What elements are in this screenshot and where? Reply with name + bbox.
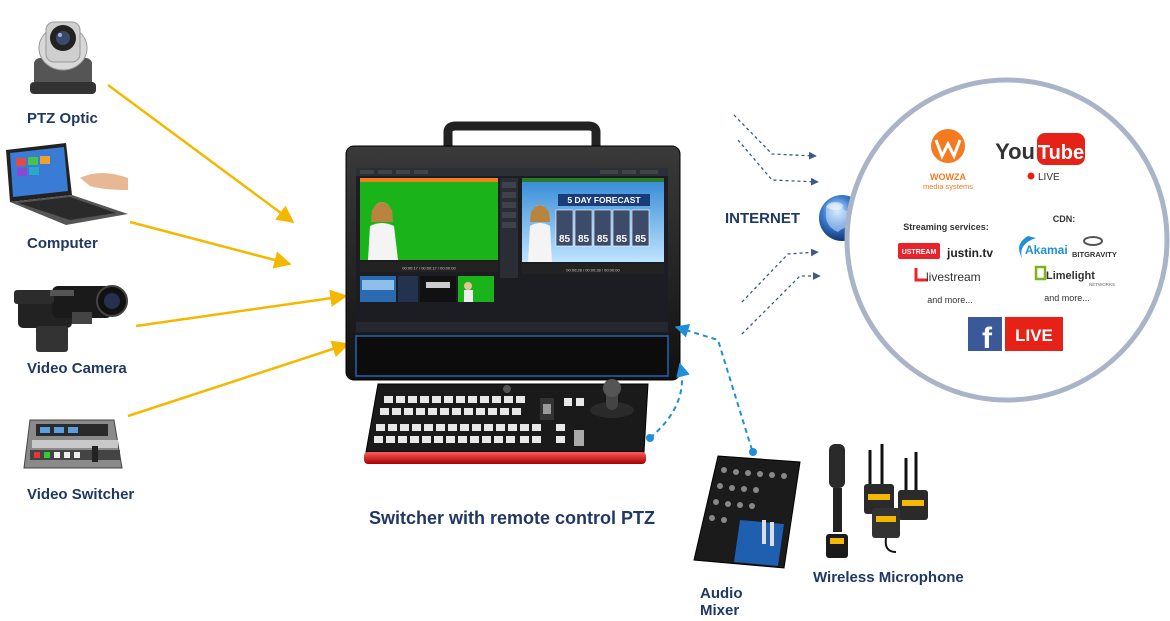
facebook-live-label: LIVE bbox=[1015, 326, 1053, 345]
wowza-logo bbox=[931, 129, 965, 163]
source-arrows bbox=[107, 83, 350, 418]
facebook-f: f bbox=[982, 322, 993, 355]
keyboard-controller-image bbox=[364, 379, 649, 464]
internet-arrows bbox=[733, 114, 821, 335]
label-video-switcher: Video Switcher bbox=[27, 486, 135, 503]
forecast-temp-1: 85 bbox=[559, 234, 571, 245]
ptz-camera-image bbox=[30, 21, 96, 94]
livestream-label: livestream bbox=[926, 270, 981, 284]
computer-image bbox=[6, 143, 128, 225]
and-more-cdn: and more... bbox=[1044, 293, 1090, 303]
limelight-label: Limelight bbox=[1046, 270, 1095, 282]
forecast-temp-2: 85 bbox=[578, 234, 590, 245]
label-audio-line1: Audio bbox=[700, 585, 743, 602]
akamai-logo bbox=[1019, 236, 1036, 258]
youtube-you: You bbox=[995, 139, 1035, 164]
ustream-logo bbox=[898, 243, 940, 259]
limelight-logo bbox=[1034, 265, 1047, 281]
wowza-sublabel: media systems bbox=[923, 182, 973, 191]
youtube-tube: Tube bbox=[1038, 142, 1084, 164]
forecast-temp-4: 85 bbox=[616, 234, 628, 245]
livestream-logo bbox=[914, 268, 928, 282]
ustream-label: USTREAM bbox=[902, 249, 937, 256]
label-ptz-optic: PTZ Optic bbox=[27, 110, 98, 127]
youtube-live: LIVE bbox=[1038, 172, 1060, 183]
label-internet: INTERNET bbox=[725, 210, 800, 227]
streaming-services-circle bbox=[844, 77, 1170, 403]
justintv-label: justin.tv bbox=[946, 246, 993, 260]
cdn-title: CDN: bbox=[1053, 214, 1076, 224]
preview-timecode: 00:00:17 / 00:00:17 / 00:00:00 bbox=[402, 266, 456, 271]
forecast-temp-5: 85 bbox=[635, 234, 647, 245]
portable-switcher-image bbox=[345, 121, 681, 381]
bitgravity-label: BITGRAVITY bbox=[1072, 250, 1117, 259]
audio-mixer-image bbox=[693, 455, 801, 569]
forecast-temp-3: 85 bbox=[597, 234, 609, 245]
label-video-camera: Video Camera bbox=[27, 360, 127, 377]
and-more-services: and more... bbox=[927, 295, 973, 305]
limelight-sublabel: NETWORKS bbox=[1089, 282, 1115, 287]
control-arrows bbox=[646, 324, 757, 456]
wireless-microphone-image bbox=[826, 444, 928, 558]
label-wireless-microphone: Wireless Microphone bbox=[813, 569, 964, 586]
label-audio-line2: Mixer bbox=[700, 602, 740, 619]
wowza-label: WOWZA bbox=[930, 172, 966, 182]
video-switcher-image bbox=[23, 419, 123, 469]
youtube-logo bbox=[1027, 133, 1085, 180]
forecast-title: 5 DAY FORECAST bbox=[567, 195, 641, 205]
main-caption: Switcher with remote control PTZ bbox=[369, 508, 656, 528]
bitgravity-logo bbox=[1083, 236, 1103, 246]
facebook-live-logo bbox=[968, 317, 1063, 351]
label-computer: Computer bbox=[27, 235, 98, 252]
streaming-services-title: Streaming services: bbox=[903, 222, 989, 232]
video-camera-image bbox=[14, 285, 128, 352]
program-timecode: 00:00:28 / 00:00:28 / 00:00:00 bbox=[566, 268, 620, 273]
akamai-label: Akamai bbox=[1025, 243, 1068, 257]
